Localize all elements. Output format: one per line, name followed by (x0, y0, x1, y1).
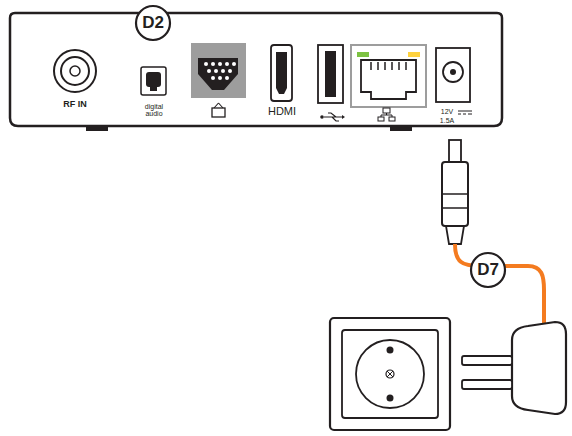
power-plug (442, 140, 468, 244)
wall-socket (330, 318, 450, 430)
callout-circle (471, 253, 505, 287)
optical-port (141, 67, 166, 95)
ethernet-port (351, 45, 426, 121)
callout-circle (136, 6, 170, 40)
rating-label: 12V (437, 108, 457, 115)
callout-number: D2 (137, 14, 169, 32)
box-foot (390, 126, 412, 131)
rating-label: 1.5A (437, 117, 457, 124)
port-label: HDMI (264, 106, 300, 118)
scart-port (191, 43, 246, 117)
power-cable (455, 244, 544, 324)
box-body (10, 13, 502, 126)
callout-number: D7 (472, 261, 504, 279)
power-adapter (462, 322, 566, 414)
power-jack (436, 48, 472, 114)
box-foot (86, 126, 108, 131)
rf-in-port (54, 50, 96, 92)
hdmi-port (271, 45, 292, 101)
usb-port (318, 45, 345, 121)
port-label: RF IN (50, 100, 100, 109)
port-label: digital audio (138, 103, 170, 118)
